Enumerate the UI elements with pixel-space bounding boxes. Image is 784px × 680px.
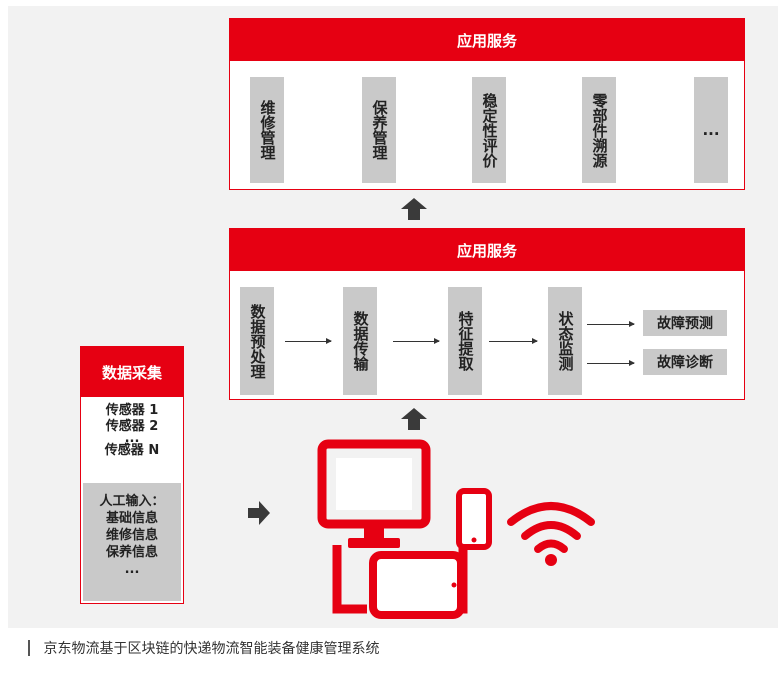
figure-caption: 京东物流基于区块链的快递物流智能装备健康管理系统 [28,638,380,658]
step-feature: 特征提取 [448,287,482,395]
arrow-2 [393,338,440,344]
service-item-maintenance: 维修管理 [250,77,284,183]
caption-text: 京东物流基于区块链的快递物流智能装备健康管理系统 [43,641,380,657]
wifi-icon [507,502,595,566]
arrow-4 [587,321,635,327]
sensor-item: ... [124,431,140,446]
up-arrow-icon [401,198,427,220]
sensor-item: 传感器 2 [105,419,159,434]
manual-input-item: 人工输入： [99,494,165,509]
caption-divider [28,640,30,656]
sensor-item: 传感器 1 [105,403,159,418]
arrow-5 [587,360,635,366]
tablet-icon [369,551,465,619]
manual-input-item: 保养信息 [105,545,158,560]
arrow-3 [489,338,538,344]
manual-input-list: 人工输入： 基础信息 维修信息 保养信息 ... [83,483,181,601]
up-arrow-icon [401,408,427,430]
right-arrow-icon [248,501,270,525]
arrow-1 [285,338,332,344]
service-item-stability: 稳定性评价 [472,77,506,183]
data-collection-box: 数据采集 传感器 1 传感器 2 ... 传感器 N 人工输入： 基础信息 维修… [80,346,184,604]
step-preprocess: 数据预处理 [240,287,274,395]
service-item-more: ... [694,77,728,183]
step-monitor: 状态监测 [548,287,582,395]
data-collection-title: 数据采集 [81,347,183,397]
output-fault-diagnosis: 故障诊断 [643,349,727,375]
service-item-upkeep: 保养管理 [362,77,396,183]
manual-input-item: 基础信息 [105,511,158,526]
manual-input-item: 维修信息 [105,528,158,543]
step-transfer: 数据传输 [343,287,377,395]
top-service-panel: 应用服务 维修管理 保养管理 稳定性评价 零部件溯源 ... [229,18,745,190]
sensor-list: 传感器 1 传感器 2 ... 传感器 N [81,403,183,459]
mid-panel-title: 应用服务 [230,229,744,271]
phone-icon [456,488,492,550]
monitor-icon [317,439,431,548]
output-fault-prediction: 故障预测 [643,310,727,336]
sensor-item: 传感器 N [104,443,160,458]
top-panel-title: 应用服务 [230,19,744,61]
mid-service-panel: 应用服务 数据预处理 数据传输 特征提取 状态监测 故障预测 故障诊断 [229,228,745,400]
service-item-parts-trace: 零部件溯源 [582,77,616,183]
manual-input-item: ... [124,562,140,577]
